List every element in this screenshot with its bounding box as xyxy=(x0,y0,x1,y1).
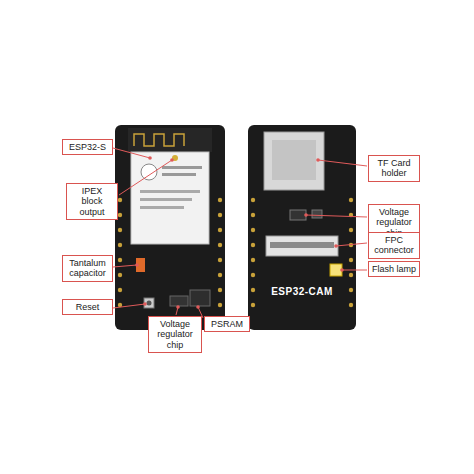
smd-part xyxy=(312,210,322,218)
callout-box: Tantalum capacitor xyxy=(62,255,113,282)
callout-box: TF Card holder xyxy=(368,155,420,182)
tantalum-capacitor xyxy=(136,258,145,272)
module-marking xyxy=(162,166,202,169)
back-board xyxy=(248,125,356,330)
callout-box: FPC connector xyxy=(368,232,420,259)
tf-card-holder xyxy=(272,140,316,180)
module-marking xyxy=(140,198,192,201)
leader-line xyxy=(113,148,367,318)
callout-text: ESP32-S xyxy=(66,142,109,152)
callout-text: FPC connector xyxy=(372,235,416,256)
fpc-connector xyxy=(270,242,334,248)
module-marking xyxy=(140,190,200,193)
callout-box: Voltage regulator chip xyxy=(148,316,202,353)
callout-text: PSRAM xyxy=(208,319,246,329)
antenna-area xyxy=(128,128,212,152)
board-print: ESP32-CAM xyxy=(271,286,333,297)
callout-box: IPEX block output xyxy=(66,183,118,220)
module-marking xyxy=(162,173,196,176)
callout-box: Reset xyxy=(62,299,113,315)
callout-text: Reset xyxy=(66,302,109,312)
esp32-module xyxy=(131,152,209,244)
callout-box: ESP32-S xyxy=(62,139,113,155)
callout-text: Voltage regulator chip xyxy=(152,319,198,350)
callout-text: Tantalum capacitor xyxy=(66,258,109,279)
reset-button xyxy=(144,298,154,308)
front-board xyxy=(115,125,225,330)
tf-card-holder xyxy=(264,132,324,190)
callout-box: PSRAM xyxy=(204,316,250,332)
reset-button xyxy=(147,301,152,306)
callout-text: TF Card holder xyxy=(372,158,416,179)
pcb-antenna xyxy=(134,134,184,146)
callout-text: Flash lamp xyxy=(372,264,416,274)
callout-text: IPEX block output xyxy=(70,186,114,217)
callout-box: Flash lamp xyxy=(368,261,420,277)
leader-dot xyxy=(135,156,344,309)
fpc-connector xyxy=(266,236,338,256)
module-marking xyxy=(140,206,184,209)
pin-header xyxy=(251,198,353,307)
regulator-chip xyxy=(170,296,188,306)
pin-header xyxy=(118,198,222,307)
regulator-chip xyxy=(290,210,306,220)
psram-chip xyxy=(190,290,210,306)
